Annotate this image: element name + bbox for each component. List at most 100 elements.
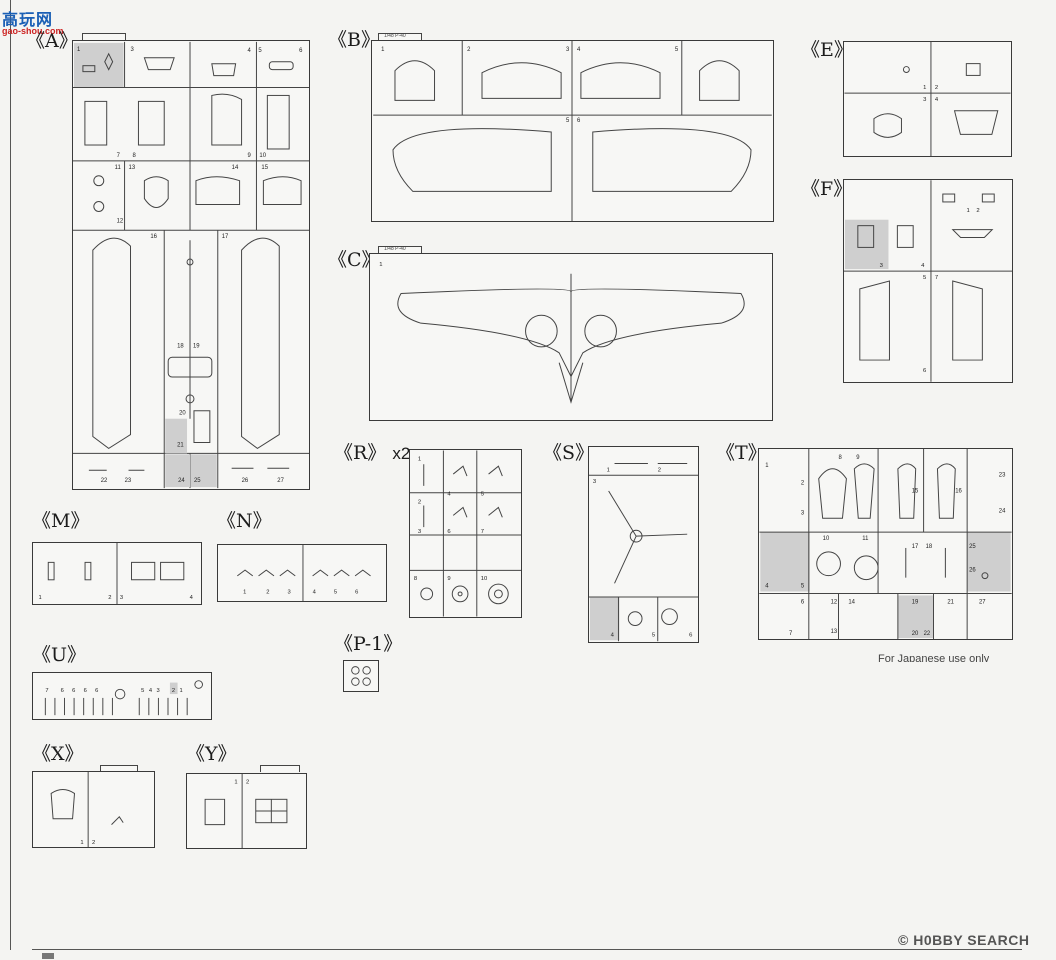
sprue-b-tab	[378, 33, 422, 40]
svg-text:13: 13	[831, 629, 838, 635]
svg-text:2: 2	[246, 780, 249, 786]
svg-text:23: 23	[125, 478, 132, 484]
svg-text:3: 3	[880, 263, 884, 269]
sprue-label-b: 《B》	[328, 29, 380, 51]
svg-text:18: 18	[926, 544, 933, 550]
svg-text:6: 6	[299, 48, 303, 54]
svg-text:2: 2	[801, 481, 804, 487]
svg-text:25: 25	[969, 544, 976, 550]
svg-text:26: 26	[242, 478, 249, 484]
svg-text:10: 10	[259, 153, 266, 159]
sprue-p1-frame	[343, 660, 379, 692]
svg-text:1: 1	[379, 262, 382, 268]
svg-text:2: 2	[418, 500, 421, 506]
svg-text:4: 4	[190, 595, 194, 601]
svg-text:4: 4	[765, 584, 769, 590]
svg-text:7: 7	[117, 153, 120, 159]
site-watermark-top: 高玩网 gao-shou.com	[2, 6, 76, 40]
sprue-r-multiplier: x2	[392, 444, 411, 463]
svg-text:9: 9	[248, 153, 252, 159]
svg-text:8: 8	[132, 153, 136, 159]
svg-text:3: 3	[418, 529, 422, 535]
sprue-label-x: 《X》	[32, 743, 84, 765]
bottom-table-edge	[32, 949, 1022, 960]
svg-text:17: 17	[222, 234, 229, 240]
sprue-label-u: 《U》	[32, 644, 87, 666]
svg-text:5: 5	[801, 584, 805, 590]
svg-text:1: 1	[77, 47, 81, 53]
hobby-search-watermark: © H0BBY SEARCH	[898, 932, 1029, 948]
svg-text:2: 2	[935, 85, 938, 91]
svg-text:6: 6	[923, 368, 927, 374]
svg-text:21: 21	[947, 599, 954, 605]
svg-text:15: 15	[912, 489, 919, 495]
svg-text:7: 7	[789, 631, 792, 637]
watermark-prefix: ©	[898, 932, 914, 948]
svg-text:20: 20	[912, 631, 919, 637]
sprue-label-n: 《N》	[217, 510, 272, 532]
svg-text:8: 8	[838, 455, 842, 461]
svg-text:2: 2	[467, 47, 470, 53]
svg-text:4: 4	[611, 632, 615, 638]
svg-text:3: 3	[801, 510, 805, 516]
bottom-marker	[42, 953, 54, 959]
svg-text:19: 19	[912, 599, 919, 605]
svg-text:18: 18	[177, 343, 184, 349]
svg-text:2: 2	[266, 589, 269, 595]
svg-text:3: 3	[120, 595, 123, 601]
svg-text:2: 2	[92, 840, 95, 846]
svg-text:1: 1	[180, 688, 183, 694]
svg-text:9: 9	[856, 455, 860, 461]
svg-text:22: 22	[924, 631, 931, 637]
sprue-label-s: 《S》	[543, 442, 595, 464]
sprue-p1-drawing	[351, 666, 371, 686]
svg-text:14: 14	[232, 165, 239, 171]
svg-text:17: 17	[912, 544, 919, 550]
sprue-c-drawing: 1	[379, 262, 745, 404]
japanese-use-note: For Japanese use only	[878, 653, 990, 662]
svg-text:2: 2	[108, 595, 111, 601]
svg-text:1: 1	[243, 589, 246, 595]
sprue-label-c: 《C》	[328, 249, 381, 271]
svg-text:4: 4	[447, 492, 451, 498]
svg-text:3: 3	[131, 47, 135, 53]
svg-text:3: 3	[923, 97, 927, 103]
svg-text:4: 4	[149, 688, 153, 694]
svg-text:6: 6	[61, 688, 64, 694]
svg-text:6: 6	[72, 688, 75, 694]
sprue-label-y: 《Y》	[186, 743, 237, 765]
svg-text:2: 2	[172, 688, 175, 694]
sprue-label-f: 《F》	[801, 178, 853, 200]
svg-text:10: 10	[823, 536, 830, 542]
sprue-c-frame: 1	[369, 253, 773, 421]
watermark-logo-text: 高玩网	[2, 12, 54, 29]
svg-text:6: 6	[689, 632, 693, 638]
svg-text:4: 4	[248, 48, 252, 54]
svg-text:27: 27	[979, 599, 986, 605]
sprue-label-p1: 《P-1》	[334, 633, 403, 655]
svg-text:26: 26	[969, 568, 976, 574]
sprue-x-tab	[100, 765, 138, 772]
svg-text:7: 7	[45, 688, 48, 694]
svg-text:1: 1	[418, 456, 421, 462]
svg-text:4: 4	[921, 263, 925, 269]
svg-text:6: 6	[84, 688, 87, 694]
svg-text:13: 13	[129, 165, 136, 171]
svg-text:9: 9	[447, 576, 450, 582]
sprue-label-e: 《E》	[801, 39, 853, 61]
svg-text:3: 3	[288, 589, 291, 595]
sprue-c-tab	[378, 246, 422, 253]
svg-text:7: 7	[935, 275, 938, 281]
